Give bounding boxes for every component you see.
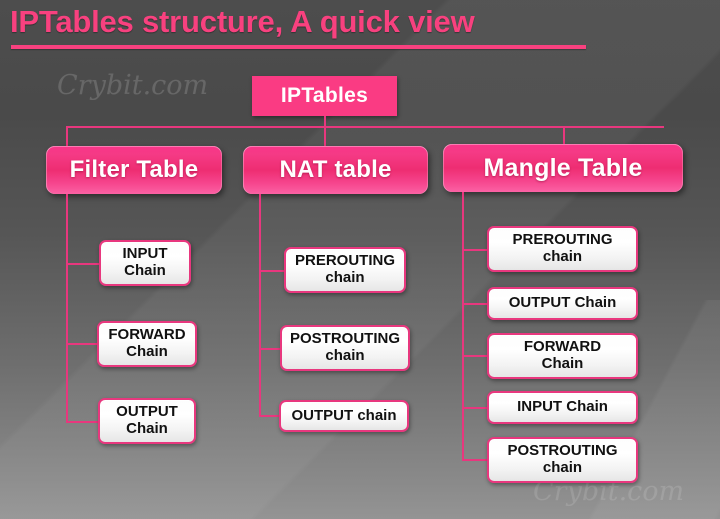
node-filter-input-chain[interactable]: INPUT Chain xyxy=(99,240,191,286)
node-mangle-postrouting-chain[interactable]: POSTROUTING chain xyxy=(487,437,638,483)
connector-filter-trunk xyxy=(66,194,68,422)
node-mangle-input-chain[interactable]: INPUT Chain xyxy=(487,391,638,424)
node-mangle-forward-chain[interactable]: FORWARD Chain xyxy=(487,333,638,379)
node-mangle-input-chain-label: INPUT Chain xyxy=(517,398,608,416)
page-title: IPTables structure, A quick view xyxy=(10,4,475,39)
node-filter-table-label: Filter Table xyxy=(69,156,199,183)
title-underline xyxy=(11,45,586,49)
node-mangle-table-label: Mangle Table xyxy=(483,153,643,182)
connector-root-bus xyxy=(66,126,664,128)
node-mangle-postrouting-chain-label: POSTROUTING chain xyxy=(507,442,618,476)
connector-filter-to-forward xyxy=(66,343,100,345)
connector-mangle-to-prerouting xyxy=(462,249,488,251)
connector-mangle-to-postrouting xyxy=(462,459,488,461)
node-iptables-root[interactable]: IPTables xyxy=(252,76,397,116)
node-mangle-forward-chain-label: FORWARD Chain xyxy=(523,338,602,372)
connector-root-to-mangle xyxy=(563,126,565,144)
node-filter-forward-chain-label: FORWARD Chain xyxy=(108,326,186,360)
connector-nat-trunk xyxy=(259,194,261,416)
connector-filter-to-output xyxy=(66,421,100,423)
node-nat-prerouting-chain[interactable]: PREROUTING chain xyxy=(284,247,406,293)
node-nat-postrouting-chain-label: POSTROUTING chain xyxy=(289,330,400,364)
connector-root-stem xyxy=(324,116,326,126)
connector-nat-to-postrouting xyxy=(259,348,281,350)
node-nat-table-label: NAT table xyxy=(279,156,392,183)
connector-nat-to-output xyxy=(259,415,280,417)
node-nat-output-chain[interactable]: OUTPUT chain xyxy=(279,400,409,432)
connector-mangle-to-input xyxy=(462,407,488,409)
node-mangle-prerouting-chain[interactable]: PREROUTING chain xyxy=(487,226,638,272)
node-mangle-output-chain-label: OUTPUT Chain xyxy=(508,294,617,312)
node-nat-postrouting-chain[interactable]: POSTROUTING chain xyxy=(280,325,410,371)
node-filter-forward-chain[interactable]: FORWARD Chain xyxy=(97,321,197,367)
connector-mangle-to-forward xyxy=(462,355,488,357)
node-mangle-table[interactable]: Mangle Table xyxy=(443,144,683,192)
connector-root-to-nat xyxy=(324,126,326,146)
node-filter-table[interactable]: Filter Table xyxy=(46,146,222,194)
node-filter-output-chain[interactable]: OUTPUT Chain xyxy=(98,398,196,444)
node-nat-prerouting-chain-label: PREROUTING chain xyxy=(294,252,395,286)
connector-root-to-filter xyxy=(66,126,68,146)
node-mangle-output-chain[interactable]: OUTPUT Chain xyxy=(487,287,638,320)
node-filter-output-chain-label: OUTPUT Chain xyxy=(116,403,178,437)
connector-filter-to-input xyxy=(66,263,100,265)
node-nat-table[interactable]: NAT table xyxy=(243,146,428,194)
connector-mangle-trunk xyxy=(462,192,464,461)
watermark-top: Crybit.com xyxy=(57,70,209,101)
connector-nat-to-prerouting xyxy=(259,270,285,272)
node-nat-output-chain-label: OUTPUT chain xyxy=(291,406,397,424)
node-filter-input-chain-label: INPUT Chain xyxy=(122,245,168,279)
node-iptables-root-label: IPTables xyxy=(280,84,369,107)
node-mangle-prerouting-chain-label: PREROUTING chain xyxy=(512,231,613,265)
connector-mangle-to-output xyxy=(462,303,488,305)
